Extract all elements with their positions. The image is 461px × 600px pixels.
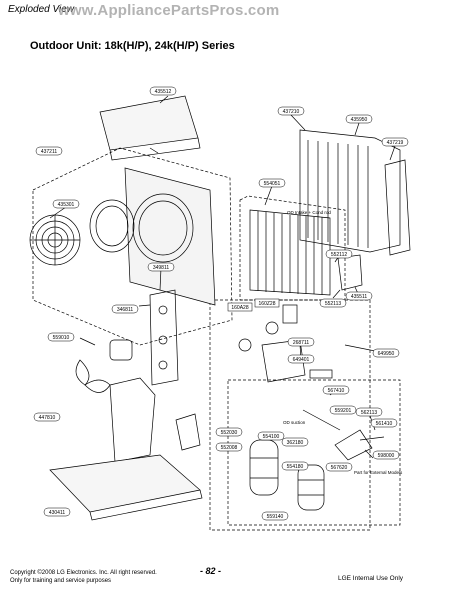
part-label: 437219 <box>381 137 409 147</box>
svg-text:437211: 437211 <box>41 149 58 155</box>
part-label: 649401 <box>287 354 315 364</box>
part-label: 437210 <box>277 106 305 116</box>
svg-text:559201: 559201 <box>335 408 352 414</box>
svg-text:552112: 552112 <box>331 252 348 258</box>
part-label: 552008 <box>215 442 243 452</box>
part-label: 561410 <box>370 418 398 428</box>
svg-text:447810: 447810 <box>39 415 56 421</box>
svg-text:567620: 567620 <box>331 465 348 471</box>
svg-text:554051: 554051 <box>264 181 281 187</box>
section-header: Exploded View <box>8 4 74 15</box>
svg-text:562113: 562113 <box>361 410 378 416</box>
svg-text:268711: 268711 <box>293 340 310 346</box>
svg-text:435301: 435301 <box>58 202 75 208</box>
part-label: 435301 <box>52 199 80 209</box>
fan-motor-drawing <box>75 339 133 393</box>
svg-text:649950: 649950 <box>378 351 395 357</box>
external-models-note: Part for External Models <box>354 470 403 475</box>
part-label: 268711 <box>287 337 315 347</box>
part-label: 559140 <box>261 511 289 521</box>
od-suction-note: OD suction <box>283 420 306 425</box>
part-label: 349811 <box>147 262 175 272</box>
part-label: 435950 <box>345 114 373 124</box>
front-grille-drawing <box>29 214 81 266</box>
svg-text:435950: 435950 <box>351 117 368 123</box>
part-label: 552112 <box>325 249 353 259</box>
footer-copyright: Copyright ©2008 LG Electronics. Inc. All… <box>10 569 157 585</box>
watermark: www.AppliancePartsPros.com <box>58 2 280 19</box>
svg-text:567410: 567410 <box>328 388 345 394</box>
part-label: 554051 <box>258 178 286 188</box>
part-label: 567410 <box>322 385 350 395</box>
part-label: 160A28 <box>227 302 253 312</box>
part-label: 567620 <box>325 462 353 472</box>
svg-text:362180: 362180 <box>287 440 304 446</box>
compressor-drawing <box>249 439 325 511</box>
svg-text:561410: 561410 <box>376 421 393 427</box>
part-label: 435511 <box>345 291 373 301</box>
svg-text:437219: 437219 <box>387 140 404 146</box>
part-label: 649950 <box>372 348 400 358</box>
internal-use-label: LGE Internal Use Only <box>338 575 404 582</box>
svg-text:598000: 598000 <box>378 453 395 459</box>
svg-text:649401: 649401 <box>293 357 310 363</box>
motor-mount-drawing <box>149 289 179 386</box>
svg-text:430411: 430411 <box>49 510 66 516</box>
part-label: 559010 <box>47 332 75 342</box>
part-label: 435512 <box>149 86 177 96</box>
training-text: Only for training and service purposes <box>10 578 112 584</box>
copyright-text: Copyright ©2008 LG Electronics. Inc. All… <box>10 570 157 576</box>
part-label: 552113 <box>319 298 347 308</box>
base-pan-drawing <box>49 454 203 521</box>
svg-text:554100: 554100 <box>263 434 280 440</box>
part-label: 554100 <box>257 431 285 441</box>
cabinet-drawing <box>89 167 216 306</box>
part-label: 346811 <box>111 304 139 314</box>
part-label: 362180 <box>281 437 309 447</box>
od-intake-note: OD Intake + Cond rod <box>287 210 331 215</box>
part-label: 559201 <box>329 405 357 415</box>
part-label: 554180 <box>281 461 309 471</box>
part-label: 447810 <box>33 412 61 422</box>
top-cover-drawing <box>99 95 201 161</box>
svg-text:435512: 435512 <box>155 89 172 95</box>
svg-text:554180: 554180 <box>287 464 304 470</box>
svg-text:346811: 346811 <box>117 307 134 313</box>
page-number: - 82 - <box>200 566 222 576</box>
svg-text:552113: 552113 <box>325 301 342 307</box>
rear-guard-drawing <box>299 129 401 253</box>
part-label: 430411 <box>43 507 71 517</box>
part-label: 160Z28 <box>254 298 280 308</box>
part-labels: 435512 437210 435950 437219 437211 43530… <box>33 86 409 521</box>
condenser-drawing <box>249 209 331 296</box>
part-label: 598000 <box>372 450 400 460</box>
svg-text:559140: 559140 <box>267 514 284 520</box>
svg-text:349811: 349811 <box>153 265 170 271</box>
svg-text:552030: 552030 <box>221 430 238 436</box>
svg-text:552008: 552008 <box>221 445 238 451</box>
svg-text:435511: 435511 <box>351 294 368 300</box>
part-label: 552030 <box>215 427 243 437</box>
page-title: Outdoor Unit: 18k(H/P), 24k(H/P) Series <box>30 40 235 52</box>
svg-text:160A28: 160A28 <box>231 305 248 311</box>
svg-text:160Z28: 160Z28 <box>259 301 276 307</box>
svg-text:437210: 437210 <box>283 109 300 115</box>
part-label: 562113 <box>355 407 383 417</box>
svg-text:559010: 559010 <box>53 335 70 341</box>
part-label: 437211 <box>35 146 63 156</box>
